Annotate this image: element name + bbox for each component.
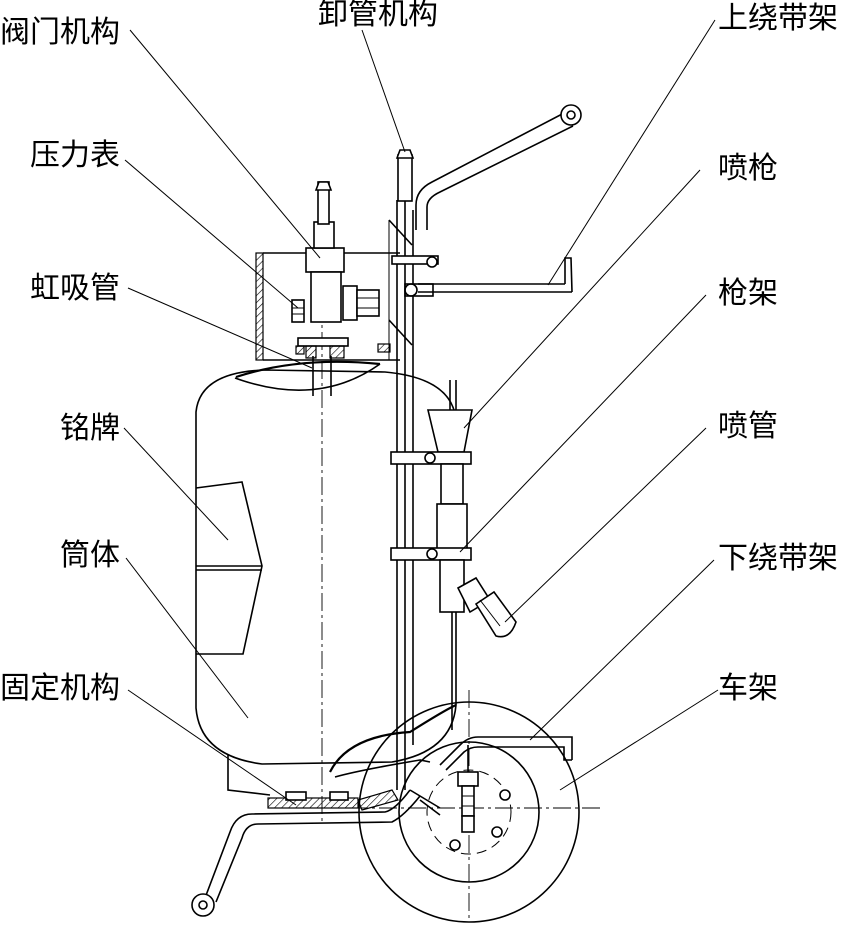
leader-lines (123, 19, 719, 806)
upper-hose-rack-shape (391, 255, 573, 297)
labels: 阀门机构 压力表 虹吸管 铭牌 筒体 固定机构 卸管机构 上绕带架 喷枪 枪架 … (0, 0, 838, 706)
frame-post-shape (388, 200, 414, 790)
label-cylinder-body: 筒体 (60, 538, 120, 573)
siphon-tube-shape (312, 245, 332, 825)
label-lower-hose-rack: 下绕带架 (718, 541, 838, 576)
label-pressure-gauge: 压力表 (30, 138, 120, 173)
label-frame: 车架 (718, 671, 778, 706)
wheel-shape (350, 690, 600, 923)
label-spray-pipe: 喷管 (718, 409, 778, 444)
label-siphon-tube: 虹吸管 (30, 271, 120, 306)
spray-gun-shape (390, 380, 473, 730)
label-nameplate: 铭牌 (60, 411, 120, 446)
label-spray-gun: 喷枪 (718, 151, 778, 186)
label-fixing-mechanism: 固定机构 (0, 671, 120, 706)
frame-shape (191, 789, 441, 917)
unloading-mechanism-shape (395, 104, 582, 230)
label-unloading-mechanism: 卸管机构 (318, 0, 438, 32)
lower-hose-rack-shape (439, 736, 573, 833)
label-gun-rack: 枪架 (718, 276, 778, 311)
nameplate-shape (195, 481, 263, 655)
valve-housing-shape (255, 181, 400, 361)
spray-pipe-shape (456, 576, 517, 638)
label-valve-mechanism: 阀门机构 (0, 15, 120, 50)
label-upper-hose-rack: 上绕带架 (718, 1, 838, 36)
fixing-mechanism-shape (267, 789, 399, 811)
cylinder-body-shape (195, 360, 457, 796)
